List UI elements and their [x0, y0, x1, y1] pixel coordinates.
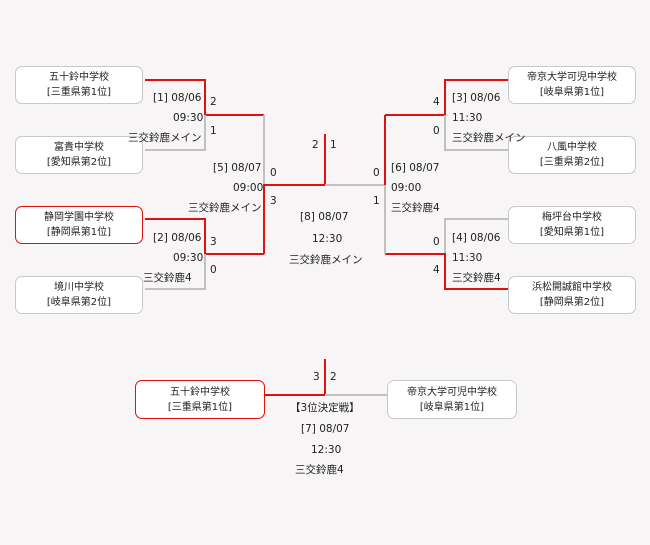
match-2-time: 09:30: [173, 252, 204, 264]
match-6-score-top: 0: [373, 167, 380, 179]
match-5-venue: 三交鈴鹿メイン: [188, 202, 262, 214]
team-name: 五十鈴中学校: [49, 72, 109, 83]
third-place-date: [7] 08/07: [301, 423, 350, 435]
team-box-isuzu[interactable]: 五十鈴中学校 [三重県第1位]: [15, 66, 143, 104]
bracket-line-m2-win: [145, 218, 264, 255]
match-2-score-bottom: 0: [210, 264, 217, 276]
match-6-venue: 三交鈴鹿4: [391, 202, 440, 214]
bracket-line-m1-lose: [145, 115, 206, 151]
match-4-time: 11:30: [452, 252, 483, 264]
match-3-time: 11:30: [452, 112, 483, 124]
team-name: 浜松開誠館中学校: [532, 282, 612, 293]
final-date: [8] 08/07: [300, 211, 349, 223]
team-box-3rd-teikyo-kani[interactable]: 帝京大学可児中学校 [岐阜県第1位]: [387, 380, 517, 419]
match-2-date: [2] 08/06: [153, 232, 202, 244]
match-6-time: 09:00: [391, 182, 422, 194]
third-place-title: 【3位決定戦】: [290, 402, 360, 414]
team-pref: [岐阜県第1位]: [539, 87, 605, 98]
match-1-venue: 三交鈴鹿メイン: [128, 132, 202, 144]
match-6-score-bottom: 1: [373, 195, 380, 207]
team-name: 五十鈴中学校: [170, 386, 230, 398]
bracket-line-m4-lose: [444, 218, 508, 254]
match-5-score-top: 0: [270, 167, 277, 179]
team-pref: [三重県第1位]: [167, 401, 233, 413]
final-score-right: 1: [330, 139, 337, 151]
team-name: 梅坪台中学校: [542, 212, 602, 223]
team-box-sakaigawa[interactable]: 境川中学校 [岐阜県第2位]: [15, 276, 143, 314]
team-box-fuki[interactable]: 富貴中学校 [愛知県第2位]: [15, 136, 143, 174]
team-pref: [静岡県第2位]: [539, 297, 605, 308]
match-3-venue: 三交鈴鹿メイン: [452, 132, 526, 144]
bracket-line-m5-win: [263, 184, 325, 254]
team-box-teikyo-kani[interactable]: 帝京大学可児中学校 [岐阜県第1位]: [508, 66, 636, 104]
bracket-line-m4-win: [385, 253, 508, 290]
final-time: 12:30: [312, 233, 343, 245]
team-pref: [静岡県第1位]: [46, 227, 112, 238]
match-5-time: 09:00: [233, 182, 264, 194]
team-pref: [愛知県第2位]: [46, 157, 112, 168]
team-name: 帝京大学可児中学校: [527, 72, 617, 83]
match-3-score-bottom: 0: [433, 125, 440, 137]
match-2-score-top: 3: [210, 236, 217, 248]
team-name: 静岡学園中学校: [44, 212, 114, 223]
team-box-shizuoka-gakuen[interactable]: 静岡学園中学校 [静岡県第1位]: [15, 206, 143, 244]
final-venue: 三交鈴鹿メイン: [289, 254, 363, 266]
team-name: 富貴中学校: [54, 142, 104, 153]
final-score-left: 2: [312, 139, 319, 151]
bracket-line-m3-win: [385, 79, 508, 116]
team-name: 帝京大学可児中学校: [407, 386, 497, 398]
team-box-3rd-isuzu[interactable]: 五十鈴中学校 [三重県第1位]: [135, 380, 265, 419]
team-name: 八風中学校: [547, 142, 597, 153]
match-5-score-bottom: 3: [270, 195, 277, 207]
team-box-happu[interactable]: 八風中学校 [三重県第2位]: [508, 136, 636, 174]
match-5-date: [5] 08/07: [213, 162, 262, 174]
match-6-date: [6] 08/07: [391, 162, 440, 174]
match-1-time: 09:30: [173, 112, 204, 124]
team-box-umetsubodai[interactable]: 梅坪台中学校 [愛知県第1位]: [508, 206, 636, 244]
match-1-score-bottom: 1: [210, 125, 217, 137]
match-1-date: [1] 08/06: [153, 92, 202, 104]
match-1-score-top: 2: [210, 96, 217, 108]
match-4-venue: 三交鈴鹿4: [452, 272, 501, 284]
match-3-date: [3] 08/06: [452, 92, 501, 104]
team-pref: [愛知県第1位]: [539, 227, 605, 238]
team-box-hamamatsu-kaiseikan[interactable]: 浜松開誠館中学校 [静岡県第2位]: [508, 276, 636, 314]
third-place-score-right: 2: [330, 371, 337, 383]
team-pref: [岐阜県第2位]: [46, 297, 112, 308]
match-4-score-bottom: 4: [433, 264, 440, 276]
team-name: 境川中学校: [54, 282, 104, 293]
team-pref: [岐阜県第1位]: [419, 401, 485, 413]
third-place-time: 12:30: [311, 444, 342, 456]
bracket-line-m3-lose: [444, 115, 508, 151]
match-2-venue: 三交鈴鹿4: [143, 272, 192, 284]
bracket-line-m1-win: [145, 79, 264, 116]
match-4-score-top: 0: [433, 236, 440, 248]
match-4-date: [4] 08/06: [452, 232, 501, 244]
bracket-line-m2-lose: [145, 254, 206, 290]
team-pref: [三重県第2位]: [539, 157, 605, 168]
third-place-venue: 三交鈴鹿4: [295, 464, 344, 476]
match-3-score-top: 4: [433, 96, 440, 108]
team-pref: [三重県第1位]: [46, 87, 112, 98]
third-place-score-left: 3: [313, 371, 320, 383]
